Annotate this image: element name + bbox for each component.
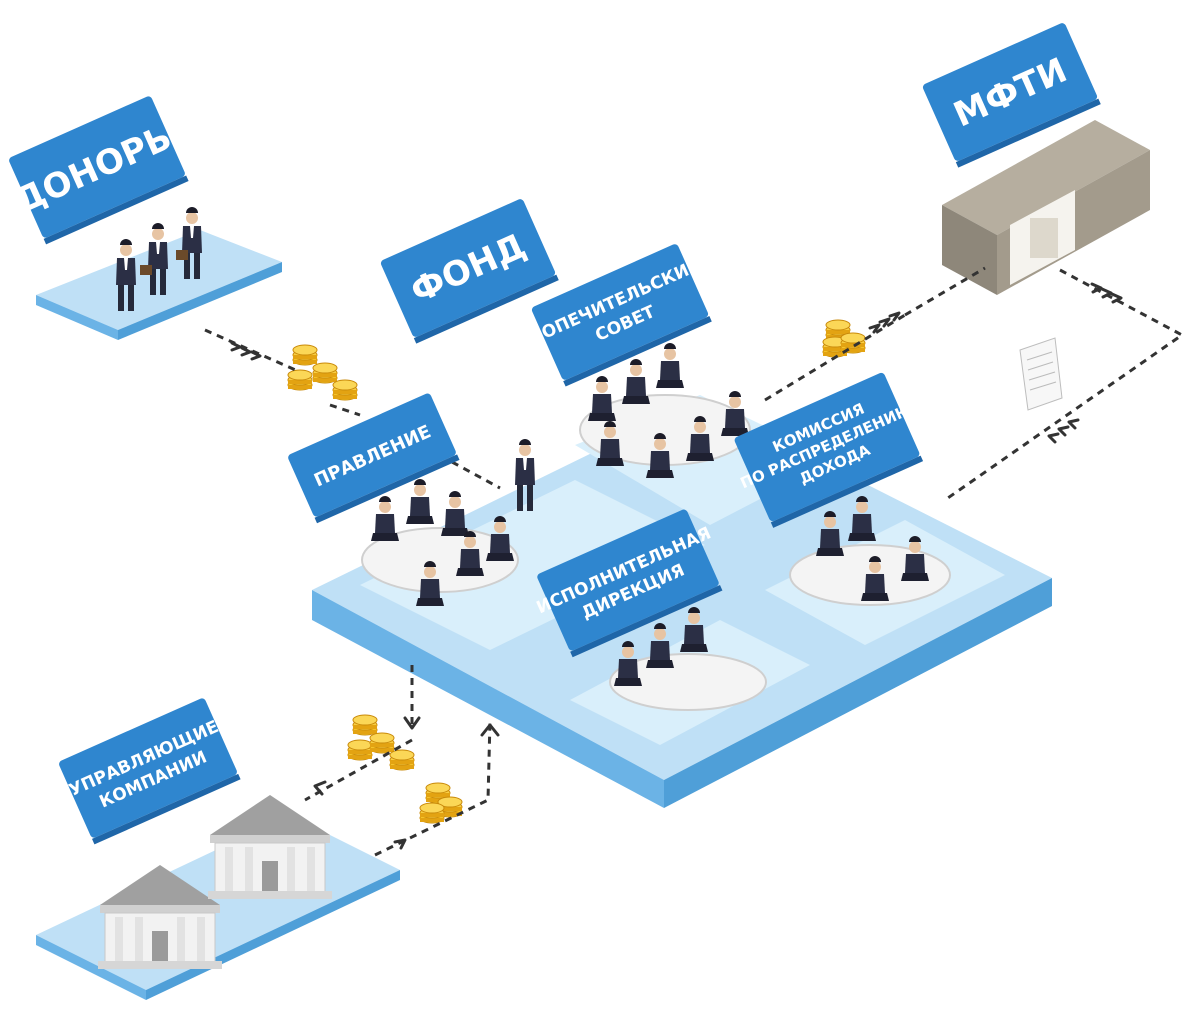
coins-return [419, 782, 463, 824]
document-icon [1019, 337, 1063, 411]
label-donors: ДОНОРЫ [9, 96, 189, 245]
label-management-board: ПРАВЛЕНИЕ [288, 393, 460, 524]
flow-arrows [204, 266, 1182, 857]
label-management-companies: УПРАВЛЯЮЩИЕ КОМПАНИИ [59, 698, 241, 845]
executive-directorate-meeting [609, 607, 767, 711]
label-fund: ФОНД [380, 199, 559, 344]
coins-companies [347, 714, 415, 771]
donors-platform [36, 207, 282, 340]
label-board-of-trustees: ПОПЕЧИТЕЛЬСКИЙ СОВЕТ [525, 244, 712, 387]
management-companies-platform [36, 794, 400, 1000]
board-of-trustees-meeting [579, 343, 751, 478]
income-commission-meeting [789, 496, 951, 606]
mipt-building [942, 120, 1150, 295]
coins-donors [287, 344, 358, 401]
management-board-meeting [361, 439, 535, 606]
label-income-commission: КОМИССИЯ ПО РАСПРЕДЕЛЕНИЮ ДОХОДА [734, 372, 924, 528]
label-mipt: МФТИ [922, 23, 1101, 168]
